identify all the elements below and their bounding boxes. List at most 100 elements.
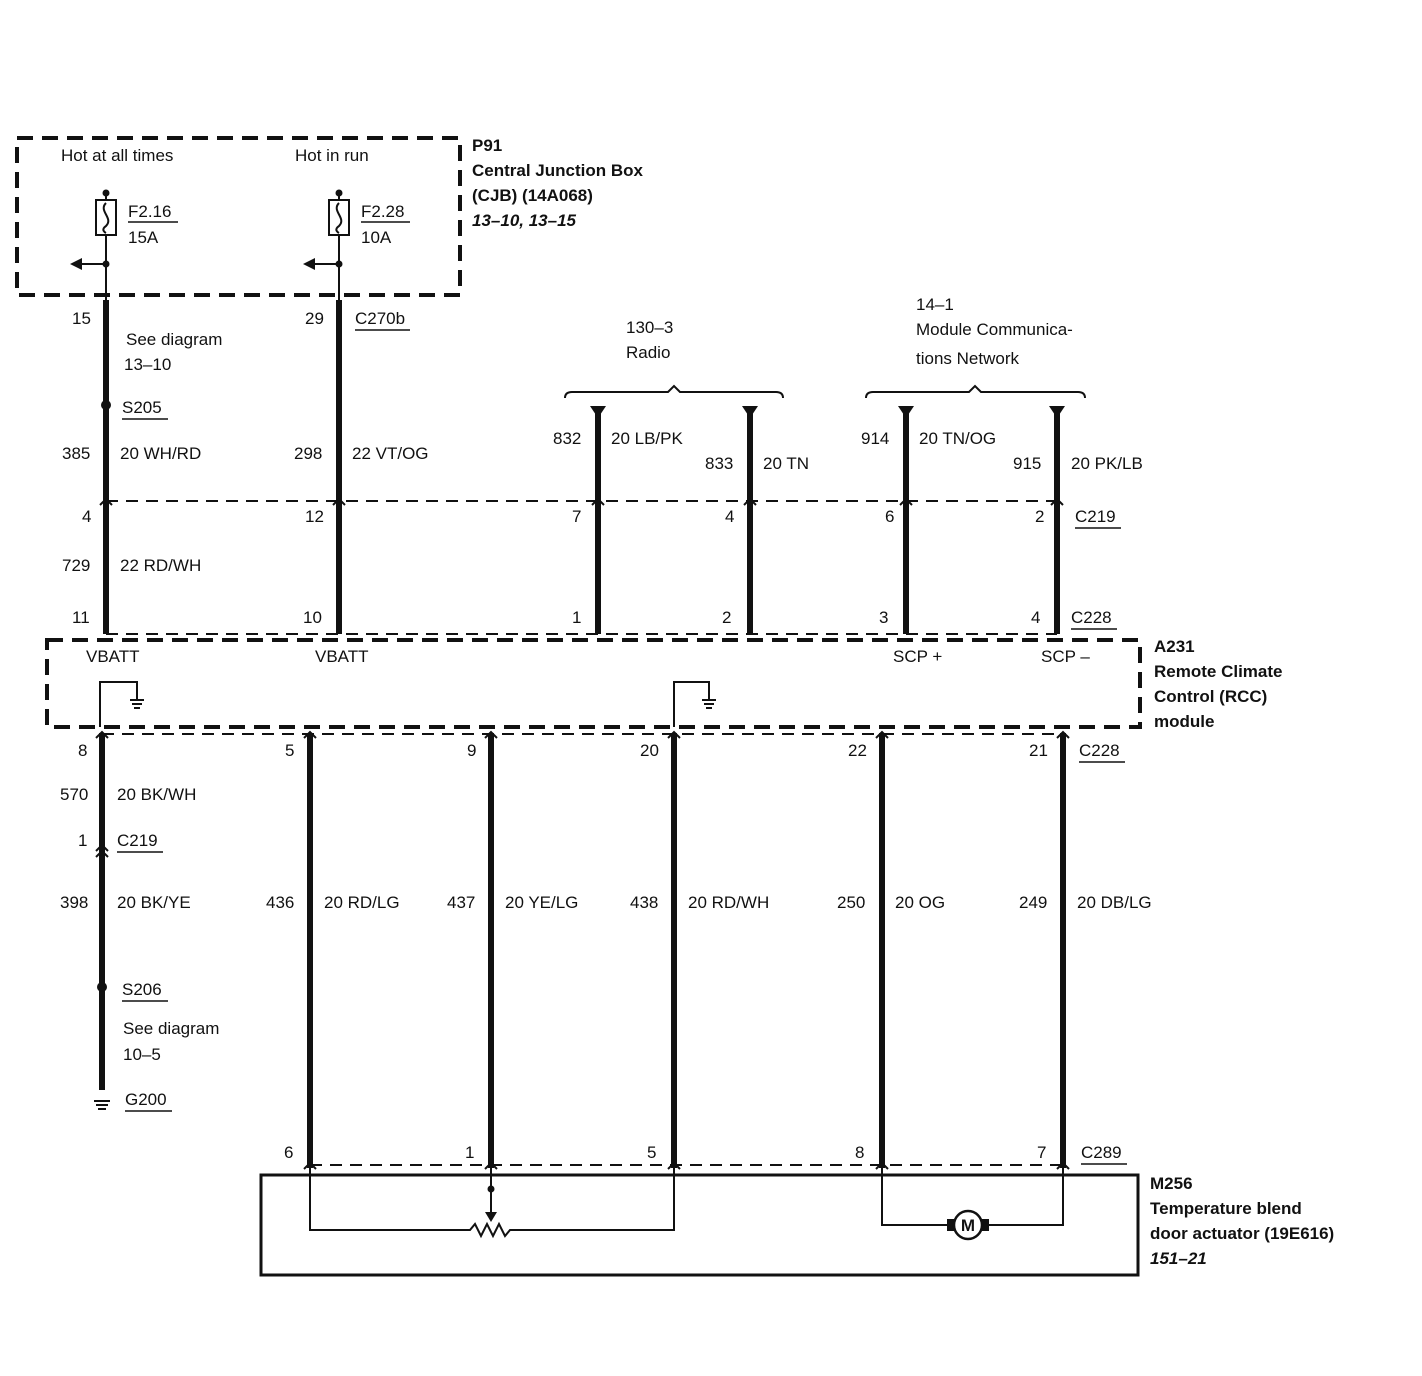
c228-pin-1: 1 [572,608,581,627]
c228-pin-10: 10 [303,608,322,627]
c228-pin-5: 5 [285,741,294,760]
c219-pin-6: 6 [885,507,894,526]
rcc-name-1: Remote Climate [1154,662,1282,681]
actuator-ref: 151–21 [1150,1249,1207,1268]
rcc-module [45,638,1142,729]
radio-bracket [564,384,784,418]
c228-pin-4: 4 [1031,608,1040,627]
wire-729-number: 729 [62,556,90,575]
actuator-id: M256 [1150,1174,1193,1193]
c219-pin-7: 7 [572,507,581,526]
wire-832-color: 20 LB/PK [611,429,683,448]
see-diagram-1: See diagram [126,330,222,349]
splice-s206 [97,982,107,992]
wire-250-color: 20 OG [895,893,945,912]
wire-438-color: 20 RD/WH [688,893,769,912]
fuse-f2-28 [303,189,350,300]
hot-at-all-times-label: Hot at all times [61,146,173,165]
fuse-f2-28-id: F2.28 [361,202,404,221]
splice-s206-label: S206 [122,980,162,999]
connector-c289: C289 [1081,1143,1122,1162]
connector-c270b: C270b [355,309,405,328]
c228-pin-21: 21 [1029,741,1048,760]
motor-label: M [961,1216,975,1235]
wire-249-number: 249 [1019,893,1047,912]
rcc-pin-scp-minus: SCP – [1041,647,1090,666]
c289-pin-5: 5 [647,1143,656,1162]
rcc-pin-scp-plus: SCP + [893,647,942,666]
wire-398-number: 398 [60,893,88,912]
wire-436-color: 20 RD/LG [324,893,400,912]
wire-437-color: 20 YE/LG [505,893,578,912]
rcc-outline [45,638,1142,729]
radio-ref: 130–3 [626,318,673,337]
wire-833-number: 833 [705,454,733,473]
ground-g200-label: G200 [125,1090,167,1109]
c228-pin-11: 11 [72,608,90,627]
radio-name: Radio [626,343,670,362]
c219-pin-4b: 4 [725,507,734,526]
rcc-name-2: Control (RCC) [1154,687,1267,706]
ground-g200-icon [94,1100,110,1110]
wire-570-color: 20 BK/WH [117,785,196,804]
pin-15: 15 [72,309,91,328]
wire-385-color: 20 WH/RD [120,444,201,463]
c219-terminals [99,497,1064,506]
c289-terminals [303,1161,1070,1170]
wire-914-number: 914 [861,429,889,448]
potentiometer-icon [309,1168,675,1239]
wire-914-color: 20 TN/OG [919,429,996,448]
fuse-f2-28-rating: 10A [361,228,392,247]
connector-c219-lower: C219 [117,831,158,850]
wire-438-number: 438 [630,893,658,912]
c219-pin-1: 1 [78,831,87,850]
lower-wires [99,733,1066,1168]
hot-in-run-label: Hot in run [295,146,369,165]
pin-29: 29 [305,309,324,328]
c289-pin-8: 8 [855,1143,864,1162]
see-diagram-2: See diagram [123,1019,219,1038]
wire-298-color: 22 VT/OG [352,444,429,463]
rcc-id: A231 [1154,637,1195,656]
c289-pin-7: 7 [1037,1143,1046,1162]
wire-833-color: 20 TN [763,454,809,473]
wire-832-number: 832 [553,429,581,448]
central-junction-box: Hot at all times Hot in run F2.16 15A [15,136,644,300]
wire-385-number: 385 [62,444,90,463]
wire-298-number: 298 [294,444,322,463]
fuse-f2-16-id: F2.16 [128,202,171,221]
c219-pin-2: 2 [1035,507,1044,526]
see-diagram-2-ref: 10–5 [123,1045,161,1064]
cjb-name: Central Junction Box [472,161,644,180]
cjb-refs: 13–10, 13–15 [472,211,577,230]
splice-s205 [101,400,111,410]
c219-lower-terminal [95,843,109,852]
c228-pin-22: 22 [848,741,867,760]
wire-729-color: 22 RD/WH [120,556,201,575]
c219-pin-12: 12 [305,507,324,526]
fuse-f2-16-rating: 15A [128,228,159,247]
temperature-blend-actuator [259,1168,1140,1277]
connector-c228-lower: C228 [1079,741,1120,760]
c219-pin-4a: 4 [82,507,91,526]
cjb-code: (CJB) (14A068) [472,186,593,205]
wire-570-number: 570 [60,785,88,804]
c228-pin-20: 20 [640,741,659,760]
wire-398-color: 20 BK/YE [117,893,191,912]
see-diagram-1-ref: 13–10 [124,355,171,374]
connector-c228-upper: C228 [1071,608,1112,627]
wire-250-number: 250 [837,893,865,912]
c228-pin-3: 3 [879,608,888,627]
rcc-pin-vbatt-1: VBATT [86,647,140,666]
network-line2: tions Network [916,349,1019,368]
network-bracket [865,384,1086,418]
fuse-f2-16 [70,189,117,300]
network-line1: Module Communica- [916,320,1073,339]
splice-s205-label: S205 [122,398,162,417]
rcc-pin-vbatt-2: VBATT [315,647,369,666]
cjb-id: P91 [472,136,502,155]
actuator-outline [259,1173,1140,1277]
c289-pin-1: 1 [465,1143,474,1162]
motor-icon [952,1209,984,1241]
